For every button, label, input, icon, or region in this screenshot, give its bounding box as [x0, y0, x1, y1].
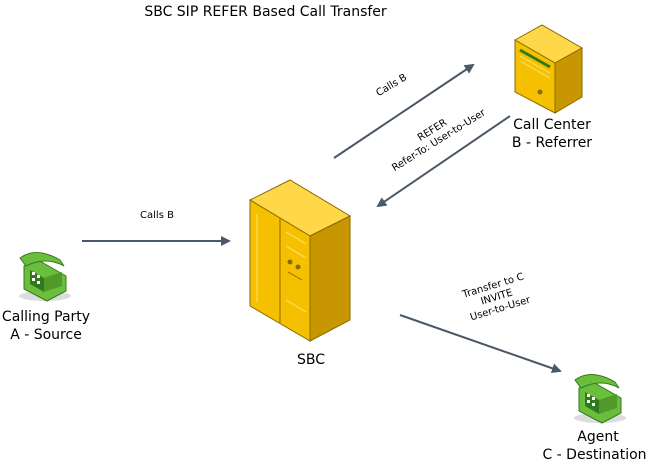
- sbc-label: SBC: [296, 352, 326, 368]
- arrow-sbc-to-c: [399, 314, 562, 374]
- phone-c-icon: [574, 374, 626, 424]
- call-center-server-icon: [513, 24, 584, 114]
- edge-label-a-to-sbc: Calls B: [140, 210, 174, 221]
- calling-party-label: Calling Party: [1, 309, 91, 325]
- arrow-b-to-sbc: [376, 115, 511, 208]
- call-center-role: B - Referrer: [511, 135, 593, 151]
- agent-label: Agent: [577, 429, 619, 445]
- arrow-sbc-to-b: [333, 63, 475, 159]
- phone-a-icon: [19, 252, 71, 302]
- agent-role: C - Destination: [542, 447, 647, 463]
- calling-party-role: A - Source: [10, 327, 82, 343]
- diagram-title: SBC SIP REFER Based Call Transfer: [144, 4, 387, 20]
- sbc-server-icon: [248, 179, 352, 342]
- call-center-label: Call Center: [513, 117, 591, 133]
